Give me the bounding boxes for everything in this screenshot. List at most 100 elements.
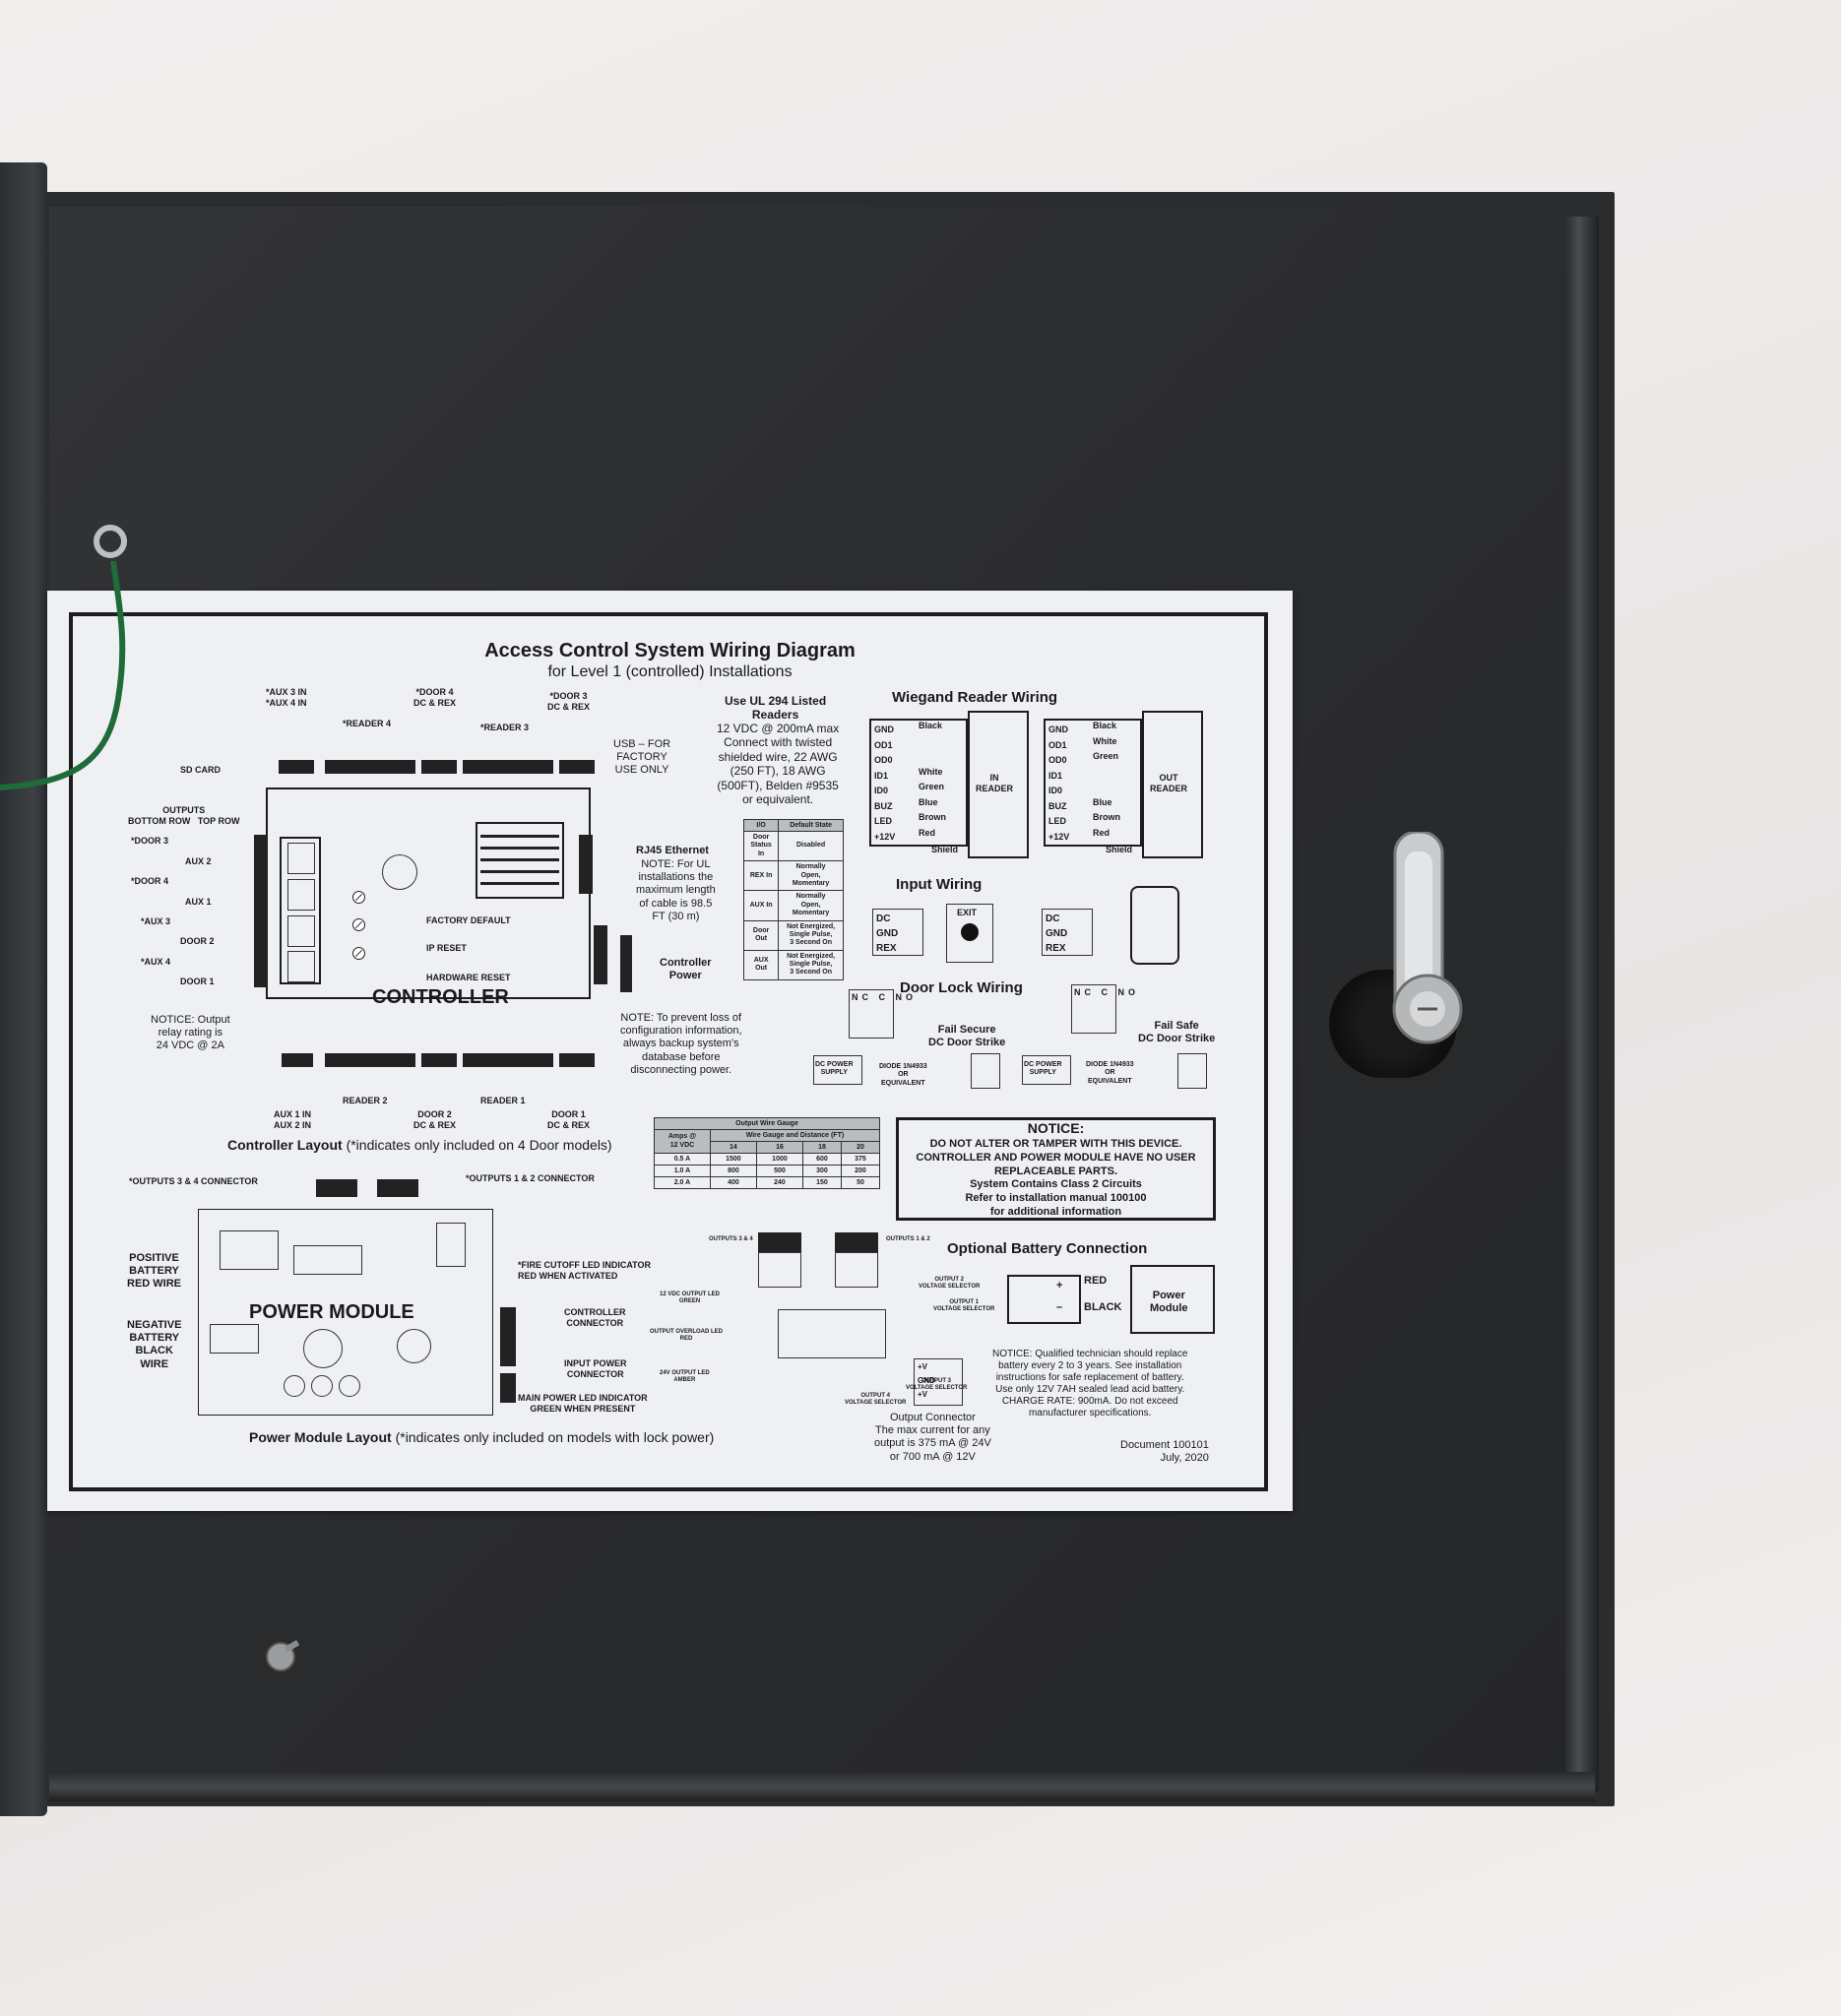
enclosure-bottom-edge (49, 1772, 1595, 1801)
power-module-board (198, 1209, 493, 1416)
ground-wire (0, 525, 127, 790)
input-terminal-1 (872, 909, 923, 956)
battery-notice: NOTICE: Qualified technician should repl… (992, 1349, 1188, 1418)
battery-red-label: RED (1084, 1275, 1108, 1287)
power-module-layout-caption: Power Module Layout (*indicates only inc… (249, 1429, 715, 1445)
label-factory-default: FACTORY DEFAULT (426, 915, 511, 925)
label-door4: *DOOR 4 DC & REX (413, 687, 457, 708)
pm-controller-connector (500, 1307, 516, 1366)
od-output-connector (914, 1358, 963, 1406)
diagram-title: Access Control System Wiring Diagram (484, 640, 856, 662)
label-usb: USB – FOR FACTORY USE ONLY (613, 738, 671, 777)
out-reader-terminals (1044, 719, 1142, 847)
battery-box (1007, 1275, 1081, 1324)
enclosure-door-edge (0, 162, 47, 1816)
label-overload-led: OUTPUT OVERLOAD LED RED (650, 1329, 724, 1343)
label-pm-outputs12: *OUTPUTS 1 & 2 CONNECTOR (466, 1173, 595, 1183)
label-output-aux3: *AUX 3 (141, 916, 171, 926)
battery-black-label: BLACK (1084, 1301, 1122, 1313)
label-output-door4: *DOOR 4 (131, 876, 169, 886)
label-output2-sel: OUTPUT 2 VOLTAGE SELECTOR (919, 1277, 981, 1291)
controller-layout-caption: Controller Layout (*indicates only inclu… (227, 1137, 612, 1153)
label-frame (69, 612, 1268, 1491)
diode-label-2: DIODE 1N4933 OR EQUIVALENT (1086, 1061, 1134, 1085)
input-terminal-2 (1042, 909, 1093, 956)
in-reader-terminals (869, 719, 968, 847)
label-ip-reset: IP RESET (426, 943, 467, 953)
battery-power-module (1130, 1265, 1215, 1334)
label-fire-cutoff: *FIRE CUTOFF LED INDICATOR RED WHEN ACTI… (518, 1260, 651, 1281)
label-od-outputs12: OUTPUTS 1 & 2 (886, 1236, 930, 1242)
od-connector-text: Output Connector The max current for any… (874, 1412, 991, 1463)
output-terminals (254, 835, 268, 987)
door-contact (1130, 886, 1179, 965)
notice-output-rating: NOTICE: Output relay rating is 24 VDC @ … (151, 1014, 230, 1052)
label-output-door1: DOOR 1 (180, 976, 215, 986)
label-outputs-header: OUTPUTS BOTTOM ROW TOP ROW (128, 805, 240, 826)
in-reader-shield: Shield (931, 845, 959, 854)
diagram-subtitle: for Level 1 (controlled) Installations (547, 663, 793, 680)
battery-title: Optional Battery Connection (947, 1240, 1148, 1257)
wiegand-title: Wiegand Reader Wiring (892, 689, 1058, 706)
label-reader3: *READER 3 (480, 723, 530, 732)
od-connector-34 (758, 1232, 801, 1252)
notice-title: NOTICE: (1027, 1120, 1085, 1136)
out-reader-box (1142, 711, 1203, 858)
label-aux34-in: *AUX 3 IN *AUX 4 IN (266, 687, 307, 708)
enclosure-rim (1565, 217, 1599, 1792)
in-reader-box (968, 711, 1029, 858)
label-reader4: *READER 4 (343, 719, 392, 728)
out-reader-label: OUT READER (1150, 773, 1188, 793)
label-reader2: READER 2 (343, 1096, 388, 1105)
label-positive-battery: POSITIVE BATTERY RED WIRE (127, 1252, 181, 1291)
strike-2 (1177, 1053, 1207, 1089)
dc-supply-label-2: DC POWER SUPPLY (1024, 1061, 1062, 1077)
wiring-diagram-label: Access Control System Wiring Diagram for… (47, 591, 1293, 1511)
label-24v-led: 24V OUTPUT LED AMBER (660, 1370, 710, 1384)
od-selector-block (778, 1309, 886, 1358)
label-output1-sel: OUTPUT 1 VOLTAGE SELECTOR (933, 1299, 995, 1313)
label-output-door3: *DOOR 3 (131, 836, 169, 846)
connector-door1 (559, 1053, 595, 1067)
out-reader-pins: GND OD1 OD0 ID1 ID0 BUZ LED +12V (1048, 724, 1070, 842)
out-reader-colors: Black White Green Blue Brown Red (1093, 721, 1120, 838)
ul-text: 12 VDC @ 200mA max Connect with twisted … (717, 722, 840, 806)
battery-holder (382, 854, 417, 890)
in-reader-pins: GND OD1 OD0 ID1 ID0 BUZ LED +12V (874, 724, 896, 842)
label-negative-battery: NEGATIVE BATTERY BLACK WIRE (127, 1319, 182, 1370)
label-input-power: INPUT POWER CONNECTOR (564, 1358, 627, 1379)
pm-connector-34 (316, 1179, 357, 1197)
document-number: Document 100101 July, 2020 (1120, 1439, 1209, 1465)
ul-title: Use UL 294 Listed Readers (725, 694, 827, 723)
in-reader-label: IN READER (976, 773, 1014, 793)
in-reader-colors: Black White Green Blue Brown Red (919, 721, 946, 838)
connector-door4 (421, 760, 457, 774)
label-rj45-note: NOTE: For UL installations the maximum l… (636, 858, 716, 922)
label-door3: *DOOR 3 DC & REX (547, 691, 591, 712)
dc-supply-label-1: DC POWER SUPPLY (815, 1061, 854, 1077)
door-lock-title: Door Lock Wiring (900, 979, 1023, 996)
label-12v-led: 12 VDC OUTPUT LED GREEN (660, 1292, 721, 1305)
relay-terminal-2 (1071, 984, 1116, 1034)
diode-label-1: DIODE 1N4933 OR EQUIVALENT (879, 1063, 927, 1087)
connector-door2 (421, 1053, 457, 1067)
notice-text: DO NOT ALTER OR TAMPER WITH THIS DEVICE.… (916, 1138, 1196, 1218)
strike-1 (971, 1053, 1000, 1089)
cam-lock-icon[interactable] (1383, 832, 1467, 1063)
battery-plus: + (1056, 1280, 1063, 1292)
exit-label: EXIT (957, 908, 978, 917)
label-output-aux2: AUX 2 (185, 856, 212, 866)
label-reader1: READER 1 (480, 1096, 526, 1105)
relay-terminal-1 (849, 989, 894, 1039)
note-backup: NOTE: To prevent loss of configuration i… (620, 1012, 742, 1076)
label-main-power-led: MAIN POWER LED INDICATOR GREEN WHEN PRES… (518, 1393, 648, 1414)
controller-heatsink (476, 822, 564, 899)
power-module-name: POWER MODULE (249, 1301, 414, 1323)
label-output-door2: DOOR 2 (180, 936, 215, 946)
screw-icon (266, 1640, 300, 1671)
fail-secure-label: Fail Secure DC Door Strike (928, 1024, 1006, 1049)
dc-supply-2 (1022, 1055, 1071, 1085)
label-output-aux4: *AUX 4 (141, 957, 171, 967)
